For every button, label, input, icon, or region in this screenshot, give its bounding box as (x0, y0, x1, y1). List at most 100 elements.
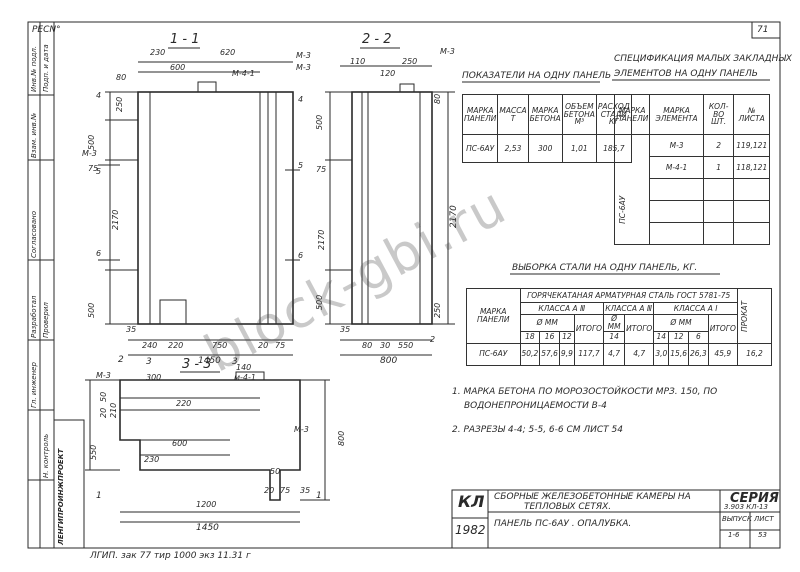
props-c3: 1,01 (561, 134, 597, 163)
cut-1: 1 (96, 491, 102, 501)
spec-r0-c0: М-3 (649, 134, 704, 157)
dim-500: 500 (87, 134, 96, 150)
dim-80b: 80 (433, 93, 442, 104)
dim-20c: 20 (264, 486, 275, 495)
cut-6b: 6 (298, 251, 304, 260)
dim-2170b: 2170 (317, 229, 326, 250)
cut-4: 4 (96, 91, 102, 100)
props-c0: ПС-6АУ (461, 134, 499, 163)
props-h0: МАРКА ПАНЕЛИ (461, 94, 499, 135)
dim-600b: 600 (172, 439, 188, 448)
spec-r0-c1: 2 (702, 134, 735, 157)
dim-75: 75 (88, 164, 99, 173)
spec-title: СПЕЦИФИКАЦИЯ МАЛЫХ ЗАКЛАДНЫХ (614, 54, 792, 64)
dim-50: 50 (99, 391, 108, 402)
dim-75b: 75 (275, 341, 286, 350)
steel-c10: 45,9 (707, 342, 738, 366)
section-1-1-title: 1 - 1 (170, 32, 200, 47)
dim-750: 750 (212, 341, 228, 350)
steel-d6: 6 (687, 330, 709, 344)
dim-230b: 230 (144, 455, 160, 464)
series-label: СЕРИЯ (730, 491, 779, 506)
note-1: 1. МАРКА БЕТОНА ПО МОРОЗОСТОЙКОСТИ МРЗ. … (452, 387, 718, 397)
title-line1: СБОРНЫЕ ЖЕЛЕЗОБЕТОННЫЕ КАМЕРЫ НА (494, 492, 691, 502)
cut-5: 5 (96, 167, 102, 176)
dim-800: 800 (380, 356, 398, 366)
steel-panel-hdr: МАРКА ПАНЕЛИ (466, 288, 521, 344)
spec-h0: МАРКА ПАНЕЛИ (613, 94, 651, 135)
steel-c11: 16,2 (736, 342, 773, 366)
stamp-8: Н. контроль (42, 433, 50, 478)
sheet-number: 71 (757, 25, 769, 35)
spec-panel: ПС-6АУ (618, 195, 627, 224)
props-title: ПОКАЗАТЕЛИ НА ОДНУ ПАНЕЛЬ (462, 71, 612, 81)
dim-75c: 75 (316, 165, 327, 174)
steel-c4: 117,7 (573, 342, 605, 366)
steel-cls3: КЛАССА А Ⅲ (519, 302, 605, 315)
note-2: 2. РАЗРЕЗЫ 4-4; 5-5, 6-6 СМ ЛИСТ 54 (452, 425, 623, 435)
cut-5b: 5 (298, 161, 304, 170)
left-stamp-column (27, 21, 55, 549)
dim-550b: 550 (89, 444, 98, 460)
spec-h2: КОЛ-ВО ШТ. (702, 94, 735, 135)
steel-phi3: Ø ММ (653, 314, 709, 332)
dim-240: 240 (142, 341, 158, 350)
issue-value: 1-6 (728, 531, 740, 539)
steel-group-hdr: ГОРЯЧЕКАТАНАЯ АРМАТУРНАЯ СТАЛЬ ГОСТ 5781… (519, 288, 738, 303)
steel-cls1: КЛАССА А Ⅰ (653, 302, 738, 315)
steel-prokat: ПРОКАТ (739, 300, 749, 332)
cut-3: 3 (146, 357, 152, 367)
stamp-3: Взам. инв.№ (30, 112, 38, 158)
steel-c3: 9,9 (558, 342, 575, 366)
dim-1450: 1450 (198, 356, 221, 366)
steel-c1: 50,2 (519, 342, 541, 366)
dim-2170: 2170 (111, 209, 120, 230)
s22-panel-outline (351, 91, 433, 325)
dim-250c: 250 (433, 302, 442, 318)
dim-75d: 75 (280, 486, 291, 495)
spec-r0-c2: 119,121 (733, 134, 770, 157)
section-2-2-title: 2 - 2 (362, 32, 392, 47)
s11-embed-m41 (197, 81, 217, 93)
steel-d14b: 14 (653, 330, 670, 344)
dim-30: 30 (380, 341, 391, 350)
dim-250b: 250 (402, 57, 418, 66)
title-line2: ТЕПЛОВЫХ СЕТЯХ. (524, 502, 612, 512)
dim-620: 620 (220, 48, 236, 57)
steel-c2: 57,6 (539, 342, 560, 366)
issue-label: ВЫПУСК (722, 515, 752, 523)
steel-phi2: Ø ММ (603, 314, 626, 332)
label-m3-a: М-3 (296, 51, 311, 60)
stamp-6: Проверил (42, 302, 50, 338)
stamp-5: Разработал (30, 295, 38, 338)
label-m41-a: М-4-1 (232, 69, 255, 78)
dim-220b: 220 (176, 399, 192, 408)
dim-20: 20 (258, 341, 269, 350)
dim-35c: 35 (300, 486, 311, 495)
dim-220: 220 (168, 341, 184, 350)
spec-table: МАРКА ПАНЕЛИ МАРКА ЭЛЕМЕНТА КОЛ-ВО ШТ. №… (613, 94, 770, 245)
stamp-2: Подп. и дата (42, 44, 50, 92)
cut-6: 6 (96, 249, 102, 258)
dim-800b: 800 (337, 430, 346, 446)
print-footer: ЛГИП. зак 77 тир 1000 экз 11.31 г (90, 551, 251, 561)
dim-250: 250 (115, 96, 124, 112)
steel-itogo3: ИТОГО (707, 314, 738, 344)
steel-d18: 18 (519, 330, 541, 344)
steel-c6: 4,7 (624, 342, 655, 366)
cut-2: 2 (118, 355, 124, 365)
cut-2b: 2 (430, 335, 436, 344)
spec-r1-c0: М-4-1 (649, 156, 704, 179)
dim-500c: 500 (315, 114, 324, 130)
props-table: МАРКА ПАНЕЛИ МАССА Т МАРКА БЕТОНА ОБЪЕМ … (461, 94, 632, 163)
dim-35b: 35 (340, 325, 351, 334)
steel-c9: 26,3 (687, 342, 709, 366)
dim-50b: 50 (270, 467, 281, 476)
dim-600: 600 (170, 63, 186, 72)
label-m3-d: М-3 (440, 47, 455, 56)
dim-230: 230 (150, 48, 166, 57)
props-h3: ОБЪЕМ БЕТОНА М³ (561, 94, 597, 135)
props-h1: МАССА Т (497, 94, 529, 135)
stamp-1: Инв.№ подл. (30, 45, 38, 92)
